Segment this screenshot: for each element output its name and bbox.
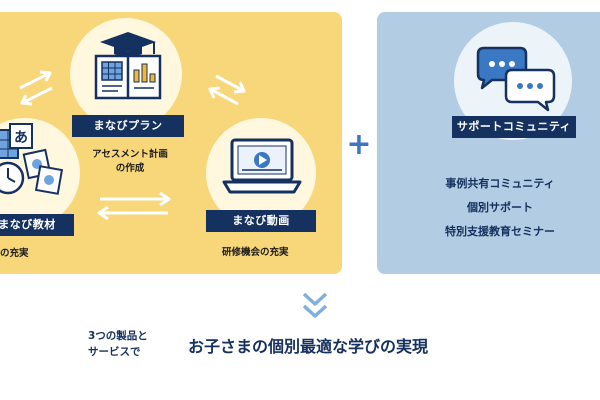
- material-label: まなび教材: [0, 214, 80, 243]
- plan-label: まなびプラン: [72, 115, 190, 144]
- plan-desc-line-2: の作成: [115, 163, 145, 174]
- material-card-char: あ: [14, 130, 28, 146]
- video-label: まなび動画: [206, 210, 322, 239]
- conclusion-lead-line-2: サービスで: [88, 346, 141, 358]
- feature-seminar: 特別支援教育セミナー: [445, 225, 555, 238]
- material-video-arrows-icon: [97, 192, 171, 220]
- double-chevron-down-icon: [302, 292, 328, 318]
- conclusion-headline: お子さまの個別最適な学びの実現: [188, 337, 429, 356]
- feature-case-sharing: 事例共有コミュニティ: [445, 177, 555, 190]
- conclusion-lead: 3つの製品と サービスで: [88, 328, 148, 360]
- plus-sign: +: [346, 127, 372, 162]
- feature-individual-support: 個別サポート: [467, 201, 533, 214]
- material-cards-icon: あ: [0, 123, 64, 195]
- plan-material-arrows-icon: [19, 70, 53, 106]
- video-description: 研修機会の充実: [222, 247, 289, 258]
- community-features: 事例共有コミュニティ 個別サポート 特別支援教育セミナー: [400, 172, 600, 244]
- plan-description: アセスメント計画 の作成: [90, 148, 170, 176]
- plan-video-arrows-icon: [208, 74, 246, 106]
- plan-book-icon: [94, 32, 162, 100]
- plan-desc-line-1: アセスメント計画: [92, 149, 168, 160]
- material-description: の充実: [0, 248, 29, 259]
- laptop-video-icon: [222, 138, 302, 194]
- chat-bubbles-icon: [476, 46, 556, 112]
- community-label: サポートコミュニティ: [452, 116, 582, 145]
- conclusion-lead-line-1: 3つの製品と: [88, 330, 148, 342]
